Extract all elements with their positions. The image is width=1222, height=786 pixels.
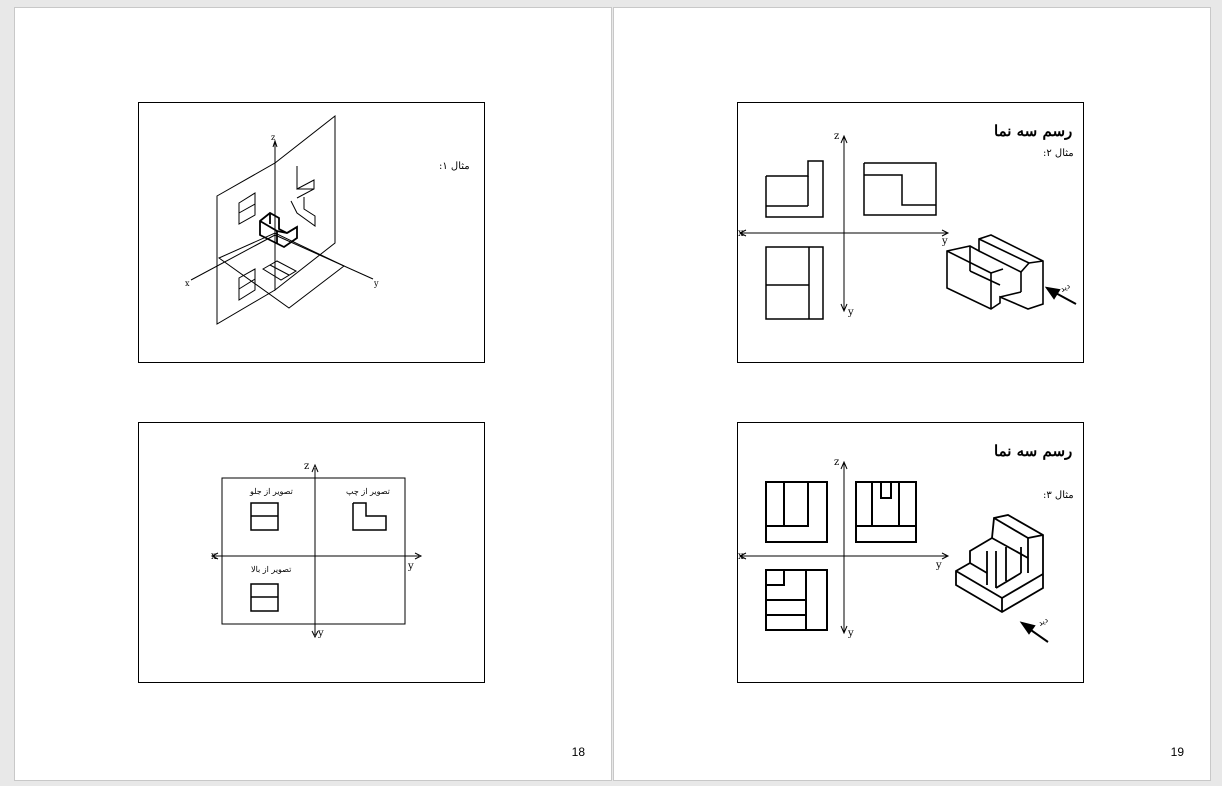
example-caption: مثال ۲: (1043, 148, 1074, 159)
example-caption: مثال ۳: (1043, 490, 1074, 501)
axis-y-label: y (936, 560, 942, 571)
page-18: z x y مثال ۱: z x y (14, 7, 612, 781)
slide-three-views: z x y y تصویر از جلو تصویر از چپ تصویر ا… (138, 422, 485, 683)
page-19: رسم سه نما مثال ۲: z x y y دید (613, 7, 1211, 781)
slide-title: رسم سه نما (994, 442, 1073, 460)
axis-y-bottom-label: y (318, 628, 324, 639)
slide-title: رسم سه نما (994, 122, 1073, 140)
axis-z-label: z (271, 133, 276, 142)
axis-x-label: x (738, 551, 744, 562)
top-view-label: تصویر از بالا (251, 565, 292, 574)
slide-example-1: z x y مثال ۱: (138, 102, 485, 363)
example-caption: مثال ۱: (439, 161, 470, 172)
page-number: 19 (1170, 745, 1184, 759)
axis-y-label: y (408, 561, 414, 572)
example-3-drawing (738, 460, 1049, 643)
front-view-label: تصویر از جلو (250, 487, 293, 496)
left-view-label: تصویر از چپ (346, 487, 390, 496)
axis-z-label: z (304, 461, 310, 472)
slide-example-2: رسم سه نما مثال ۲: z x y y دید (737, 102, 1084, 363)
axis-x-label: x (211, 551, 217, 562)
axis-y-label: y (374, 279, 379, 288)
axis-x-label: x (185, 279, 190, 288)
example-2-drawing (738, 134, 1077, 320)
axis-y-bottom-label: y (848, 307, 854, 318)
page-number: 18 (571, 745, 585, 759)
three-views-drawing (210, 463, 423, 639)
axis-y-bottom-label: y (848, 628, 854, 639)
isometric-planes-drawing (190, 114, 374, 325)
axis-z-label: z (834, 131, 840, 142)
axis-x-label: x (738, 228, 744, 239)
slide-example-3: رسم سه نما مثال ۳: z x y y دید (737, 422, 1084, 683)
axis-y-label: y (942, 236, 948, 247)
axis-z-label: z (834, 457, 840, 468)
